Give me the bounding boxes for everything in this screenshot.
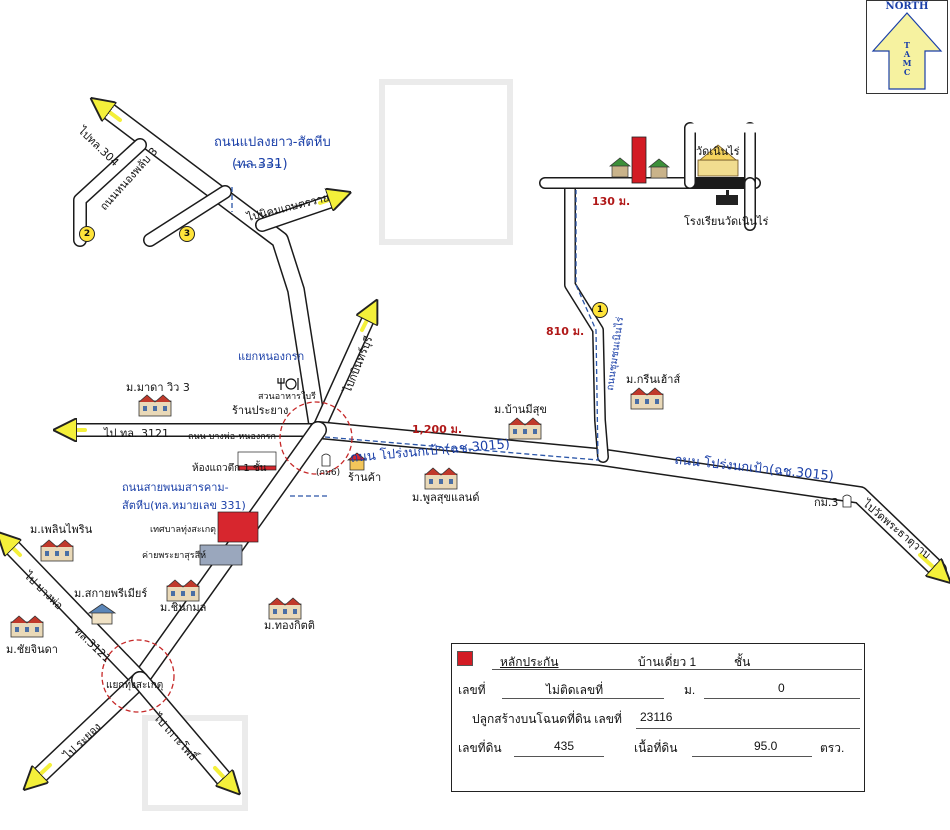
north-tamc: T A M C bbox=[902, 40, 912, 77]
info-heading: หลักประกัน bbox=[500, 655, 559, 669]
marker-3: 3 bbox=[179, 226, 195, 242]
house-chinnakamon-icon bbox=[166, 578, 200, 602]
road-label-yaek-thung-saket: แยกทุ่งสะเกตุ bbox=[106, 680, 164, 691]
place-sakai-premier: ม.สกายพรีเมียร์ bbox=[74, 587, 148, 600]
subject-property-marker bbox=[631, 136, 647, 184]
info-land-no-value: 435 bbox=[554, 739, 575, 753]
place-mada-view: ม.มาดา วิว 3 bbox=[126, 381, 190, 394]
watermark bbox=[142, 79, 513, 811]
subject-swatch bbox=[457, 651, 473, 666]
place-ban-mee-suk: ม.บ้านมีสุข bbox=[494, 403, 547, 416]
near-houses bbox=[609, 157, 670, 179]
direction-arrows bbox=[5, 105, 942, 786]
building-icons bbox=[199, 451, 277, 566]
house-mada-view-icon bbox=[138, 393, 172, 417]
place-chai-chinda: ม.ชัยจินดา bbox=[6, 643, 58, 656]
road-label-plaeng-yao: ถนนแปลงยาว-สัตหีบ bbox=[214, 135, 331, 150]
north-arrow-icon bbox=[871, 12, 943, 90]
shop-icon bbox=[346, 452, 368, 471]
place-kom: (กม6) bbox=[316, 468, 341, 478]
roads bbox=[1, 103, 947, 789]
place-khai-phra-yuttha: ค่ายพระยาสุรสีห์ bbox=[142, 551, 207, 561]
house-ploenpirin-icon bbox=[40, 538, 74, 562]
place-km3: กม.3 bbox=[814, 496, 839, 509]
road-label-331: (ทล.331) bbox=[232, 157, 288, 172]
place-thong-kitti: ม.ทองกิตติ bbox=[264, 619, 315, 632]
road-label-phanom-1: ถนนสายพนมสารคาม- bbox=[122, 481, 229, 494]
info-land-no-label: เลขที่ดิน bbox=[458, 741, 502, 755]
property-info-box: หลักประกัน บ้านเดี่ยว 1 ชั้น เลขที่ ไม่ต… bbox=[451, 643, 865, 792]
place-ran-pratuang: ร้านประยาง bbox=[232, 404, 289, 417]
distance-1200: 1,200 ม. bbox=[412, 423, 463, 436]
distance-130: 130 ม. bbox=[592, 195, 631, 208]
road-label-phanom-2: สัตหีบ(ทล.หมายเลข 331) bbox=[122, 499, 246, 512]
road-label-yaek-nong-krok: แยกหนองกรก bbox=[238, 350, 305, 363]
km-post-icons bbox=[321, 453, 852, 508]
info-deed-label: ปลูกสร้างบนโฉนดที่ดิน เลขที่ bbox=[472, 712, 622, 726]
place-suan-ahan: สวนอาหารใบรี bbox=[258, 392, 316, 402]
restaurant-icon bbox=[277, 378, 299, 390]
north-label: NORTH bbox=[885, 1, 929, 12]
info-deed-value: 23116 bbox=[640, 710, 673, 724]
place-school: โรงเรียนวัดเนินไร่ bbox=[684, 215, 769, 228]
north-arrow-box: NORTH T A M C bbox=[866, 0, 948, 94]
house-green-house-icon bbox=[630, 386, 664, 410]
info-moo-value: 0 bbox=[778, 681, 785, 695]
place-thetsaban: เทศบาลทุ่งสะเกตุ bbox=[150, 525, 217, 535]
info-type: บ้านเดี่ยว 1 bbox=[638, 655, 697, 669]
marker-1: 1 bbox=[592, 302, 608, 318]
place-ploenpirin: ม.เพลินไพริน bbox=[30, 523, 93, 536]
info-type-unit: ชั้น bbox=[734, 655, 751, 669]
school-icon bbox=[716, 190, 738, 205]
house-phunsuk-land-icon bbox=[424, 466, 458, 490]
route-line bbox=[231, 164, 599, 497]
house-ban-mee-suk-icon bbox=[508, 416, 542, 440]
place-wat-noen-rai: วัดเนินไร่ bbox=[696, 145, 740, 158]
marker-2: 2 bbox=[79, 226, 95, 242]
info-house-no-value: ไม่ติดเลขที่ bbox=[546, 683, 604, 697]
info-area-value: 95.0 bbox=[754, 739, 778, 753]
house-sakai-premier-icon bbox=[86, 602, 120, 626]
place-phunsuk-land: ม.พูลสุขแลนด์ bbox=[412, 491, 480, 504]
place-chinnakamon: ม.ชินกมล bbox=[160, 601, 207, 614]
house-chai-chinda-icon bbox=[10, 614, 44, 638]
info-house-no-label: เลขที่ bbox=[458, 683, 486, 697]
road-label-to-3121: ไป ทล. 3121 bbox=[104, 427, 169, 440]
distance-810: 810 ม. bbox=[546, 325, 585, 338]
info-area-unit: ตรว. bbox=[820, 741, 845, 755]
place-shop: ร้านค้า bbox=[348, 471, 382, 484]
info-area-label: เนื้อที่ดิน bbox=[634, 741, 678, 755]
temple-icon bbox=[697, 144, 739, 177]
place-green-house: ม.กรีนเฮ้าส์ bbox=[626, 373, 681, 386]
road-label-bang-pho-nong-krok: ถนน บางพ่อ-หนองกรก bbox=[188, 432, 276, 442]
intersection-circles bbox=[101, 401, 353, 713]
info-moo-label: ม. bbox=[684, 683, 696, 697]
house-thong-kitti-icon bbox=[268, 596, 302, 620]
place-row-house: ห้องแถวตึก 1 ชั้น bbox=[192, 463, 267, 474]
